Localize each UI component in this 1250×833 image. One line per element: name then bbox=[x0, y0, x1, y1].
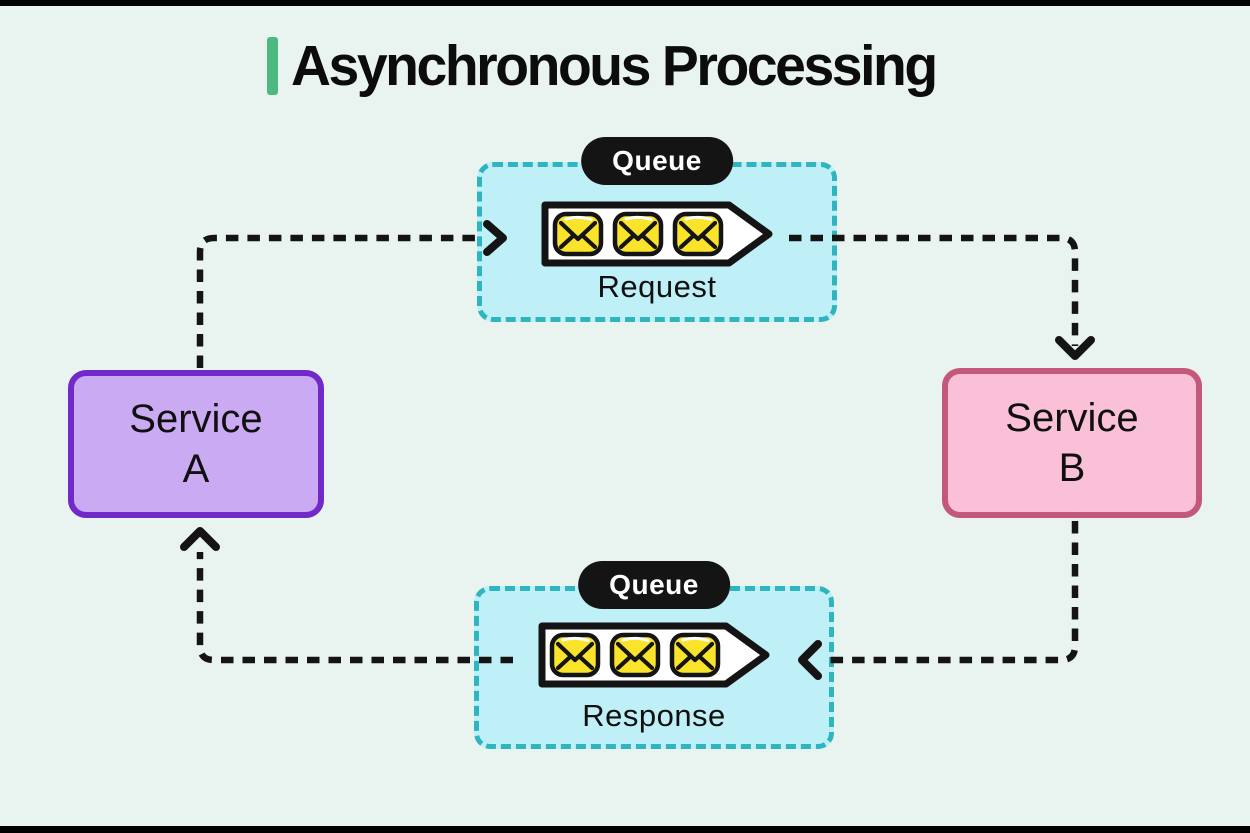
envelope-icon bbox=[615, 214, 661, 254]
message-tray bbox=[538, 622, 770, 688]
envelope-icon bbox=[672, 635, 718, 675]
envelope-icon bbox=[555, 214, 601, 254]
envelope-icons bbox=[552, 635, 718, 675]
queue-badge: Queue bbox=[578, 561, 730, 609]
page-title: Asynchronous Processing bbox=[291, 34, 938, 98]
arrowhead-down-icon bbox=[1055, 336, 1095, 360]
service-b-node: Service B bbox=[942, 368, 1202, 518]
arrowhead-up-icon bbox=[180, 527, 220, 551]
service-a-node: Service A bbox=[68, 370, 324, 518]
title-block: Asynchronous Processing bbox=[267, 33, 956, 99]
envelope-icon bbox=[552, 635, 598, 675]
request-queue-box: Queue Request bbox=[477, 137, 837, 322]
service-b-name: Service bbox=[1005, 396, 1139, 440]
envelope-icon bbox=[675, 214, 721, 254]
bottom-frame-bar bbox=[0, 826, 1250, 833]
response-queue-box: Queue Response bbox=[474, 561, 834, 749]
service-a-name: Service bbox=[129, 397, 263, 441]
title-accent-bar bbox=[267, 37, 278, 95]
queue-label: Request bbox=[597, 269, 717, 304]
arrow-b-to-response bbox=[827, 521, 1079, 664]
service-a-letter: A bbox=[182, 447, 210, 491]
service-b-letter: B bbox=[1058, 446, 1086, 490]
queue-label: Response bbox=[582, 698, 726, 733]
queue-badge: Queue bbox=[581, 137, 733, 185]
envelope-icons bbox=[555, 214, 721, 254]
message-tray bbox=[541, 201, 773, 267]
envelope-icon bbox=[612, 635, 658, 675]
arrow-a-to-request bbox=[196, 234, 479, 368]
arrow-response-to-a bbox=[196, 552, 513, 664]
top-frame-bar bbox=[0, 0, 1250, 6]
